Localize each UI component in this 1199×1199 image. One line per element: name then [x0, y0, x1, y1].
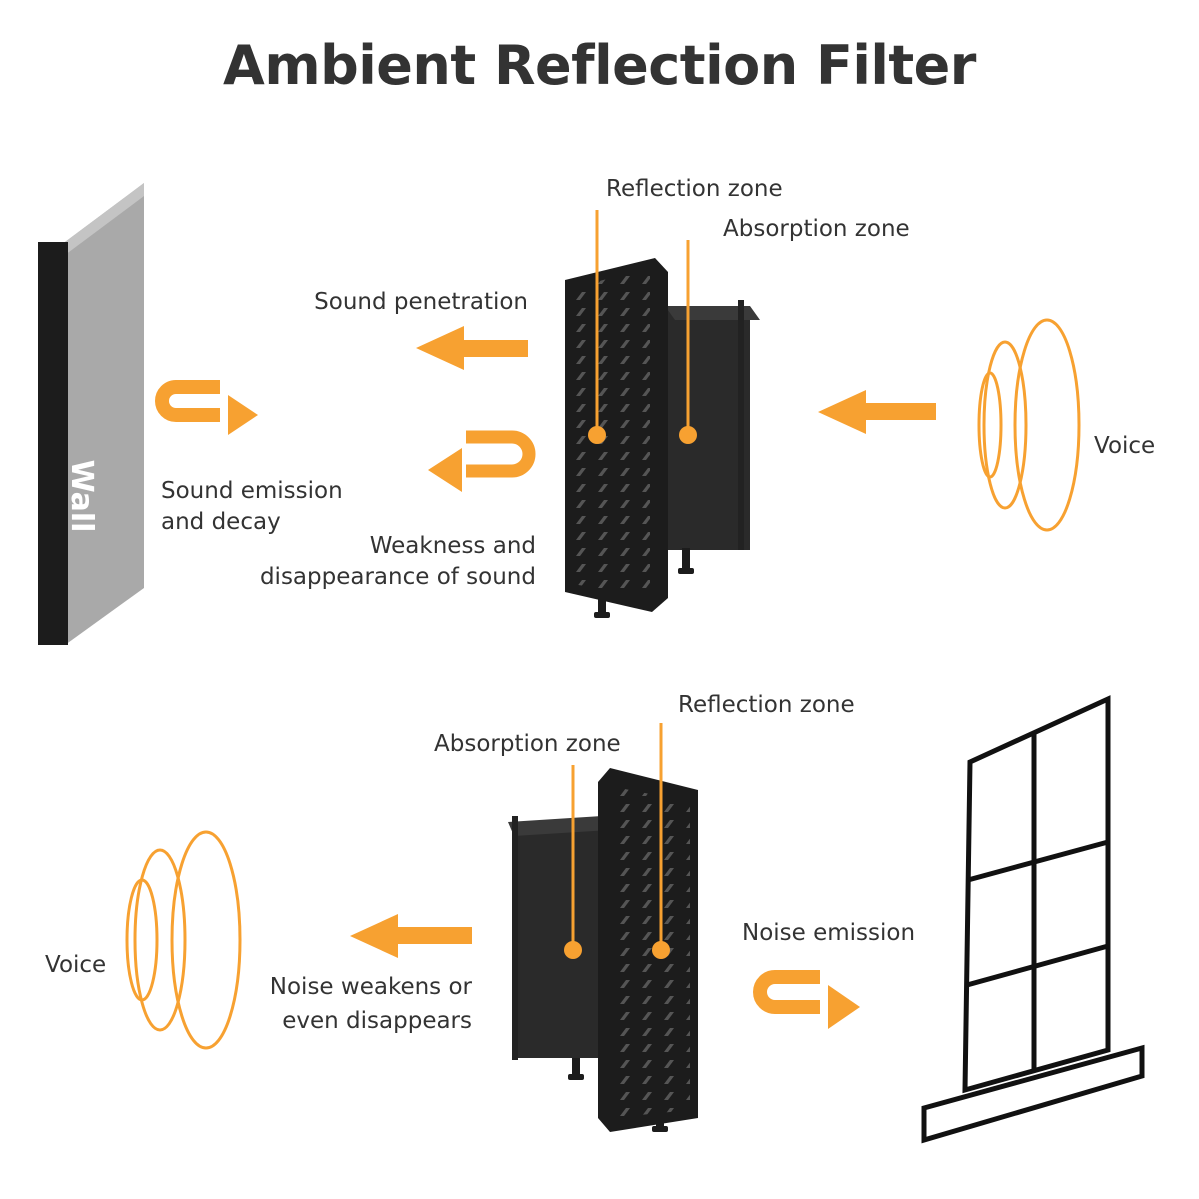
top-voice-arrow	[818, 390, 936, 434]
bottom-absorption-zone-label: Absorption zone	[434, 731, 621, 757]
top-absorption-zone-pointer	[679, 240, 697, 444]
page-title: Ambient Reflection Filter	[223, 34, 976, 97]
top-voice-waves-icon	[977, 318, 1081, 532]
sound-emission-uturn-arrow	[155, 380, 258, 435]
noise-weakens-arrow	[350, 914, 472, 958]
bottom-filter-panel	[508, 768, 698, 1132]
top-absorption-zone-label: Absorption zone	[723, 216, 910, 242]
weakness-label-line1: Weakness and	[369, 533, 536, 559]
sound-penetration-arrow	[416, 326, 528, 370]
noise-emission-label: Noise emission	[742, 920, 916, 946]
bottom-reflection-zone-pointer	[652, 723, 670, 959]
bottom-voice-label: Voice	[45, 952, 107, 978]
bottom-reflection-zone-label: Reflection zone	[678, 692, 855, 718]
noise-weakens-label-line1: Noise weakens or	[269, 974, 472, 1000]
noise-weakens-label-line2: even disappears	[282, 1008, 472, 1034]
bottom-voice-waves-icon	[125, 830, 242, 1050]
wall-label: Wall	[64, 460, 99, 533]
top-reflection-zone-label: Reflection zone	[606, 176, 783, 202]
sound-emission-label-line1: Sound emission	[161, 478, 343, 504]
sound-penetration-label: Sound penetration	[314, 289, 528, 315]
weakness-uturn-arrow	[428, 430, 536, 492]
sound-emission-label-line2: and decay	[161, 509, 281, 535]
top-voice-label: Voice	[1094, 433, 1156, 459]
wall-illustration: Wall	[38, 183, 144, 645]
top-reflection-zone-pointer	[588, 210, 606, 444]
window-illustration	[921, 695, 1145, 1144]
noise-emission-uturn-arrow	[753, 970, 860, 1029]
bottom-absorption-zone-pointer	[564, 765, 582, 959]
weakness-label-line2: disappearance of sound	[259, 564, 536, 590]
